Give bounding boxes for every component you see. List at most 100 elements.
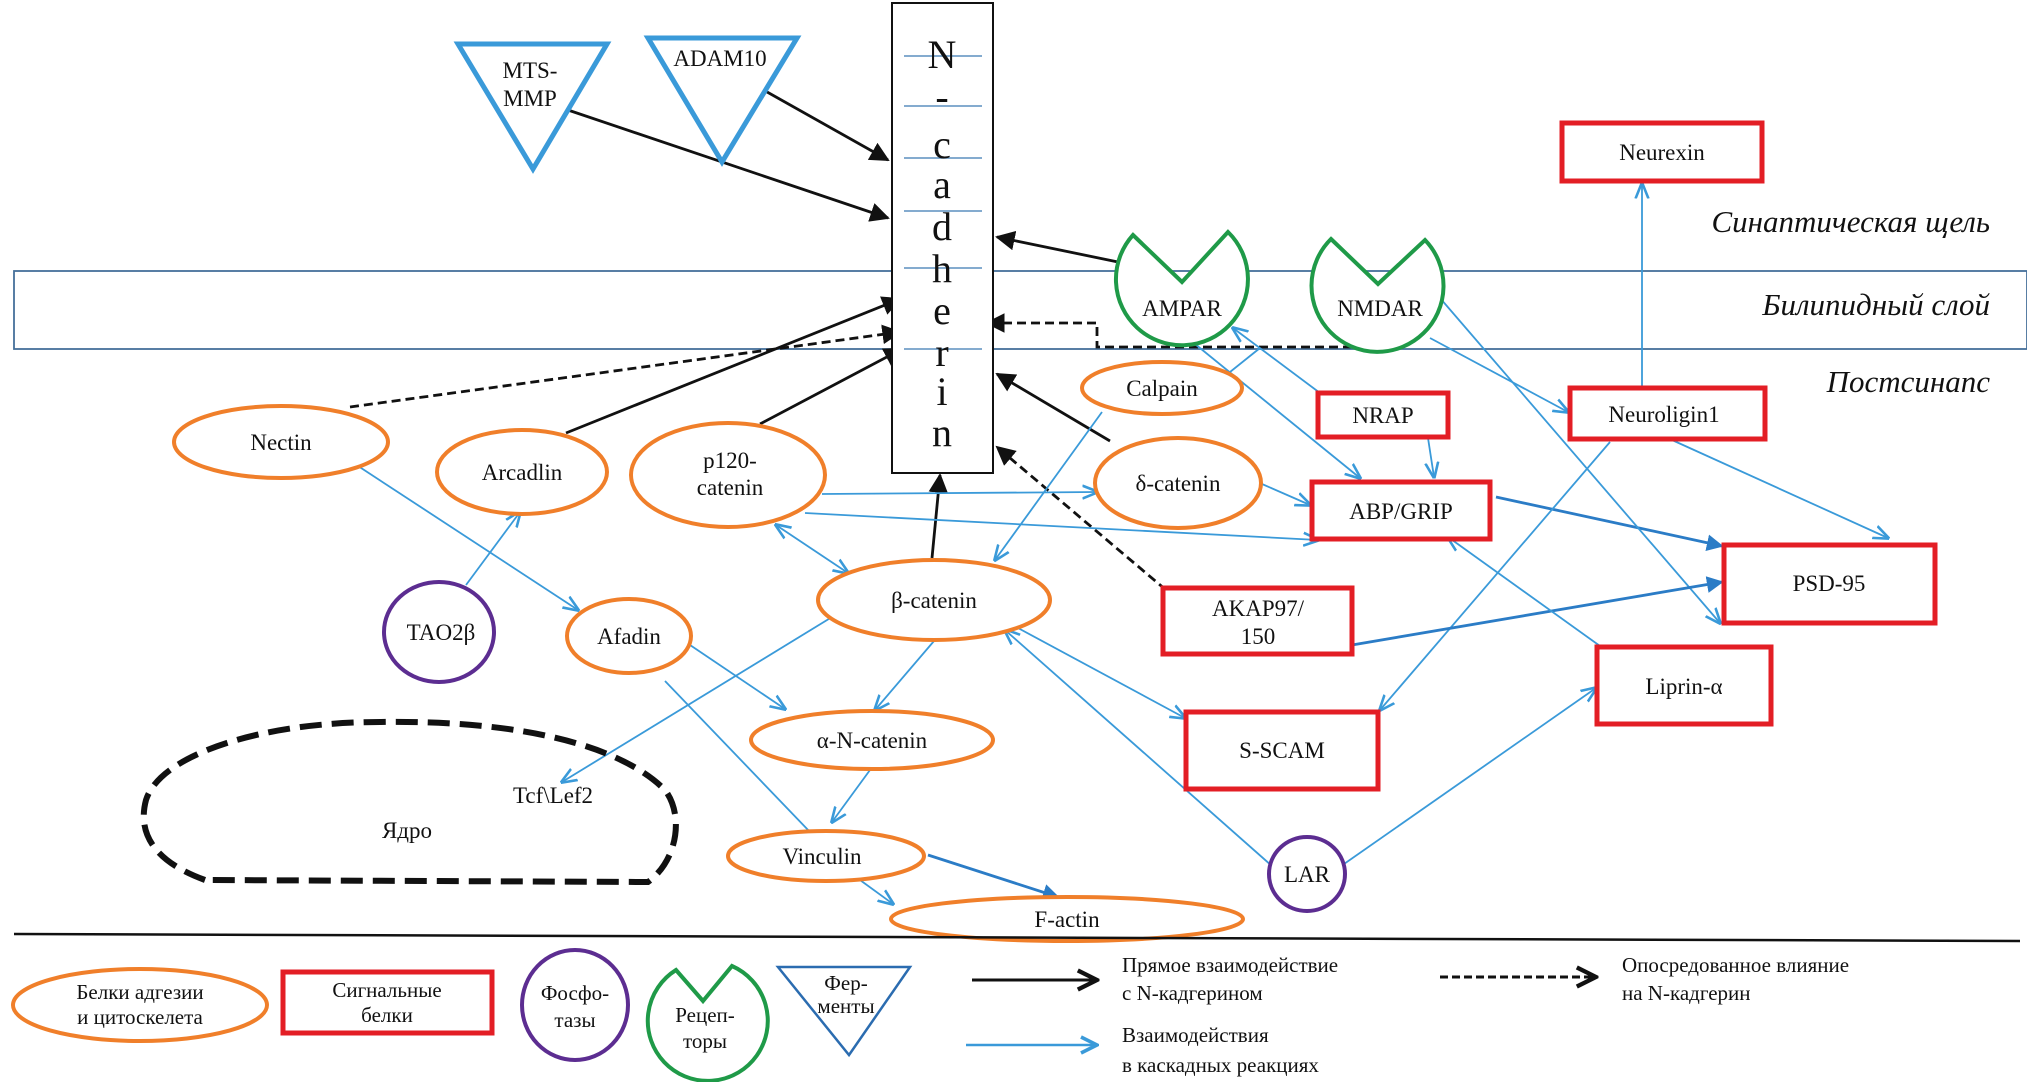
edge-afadin-alphacatenin [689,644,785,709]
node-neuroligin1[interactable]: Neuroligin1 [1567,385,1768,442]
legend-separator [13,932,2021,943]
legend-label: Белки адгезии [76,980,203,1004]
node-ellipse [816,558,1052,642]
legend-enzyme: Фер- менты [775,965,913,1058]
node-akap[interactable]: AKAP97/ 150 [1160,585,1355,657]
node-liprin-alpha[interactable]: Liprin-α [1594,644,1774,727]
node-psd95[interactable]: PSD-95 [1721,542,1938,626]
node-label: NRAP [1352,403,1413,428]
node-label: LAR [1284,862,1331,887]
node-ampar[interactable]: AMPAR [1113,229,1250,348]
node-nmdar[interactable]: NMDAR [1309,236,1446,354]
edge-neuroligin-psd95 [1671,439,1888,538]
node-label: TAO2β [407,620,476,645]
node-label: F-actin [1034,907,1100,932]
n-cadherin-letter: a [933,162,951,207]
node-label: NMDAR [1337,296,1423,321]
edge-betacatenin-sscam [1017,627,1185,718]
edge-deltacatenin-abpgrip [1261,483,1310,505]
legend-receptor-icon [645,963,770,1082]
node-label: Arcadlin [482,460,563,485]
edge-nrap-abpgrip [1428,437,1434,477]
node-neurexin[interactable]: Neurexin [1559,120,1765,184]
node-p120-catenin[interactable]: p120- catenin [629,421,827,529]
node-f-actin[interactable]: F-actin [889,895,1245,943]
n-cadherin-letter: d [932,204,952,249]
legend-label: Взаимодействия [1122,1023,1269,1047]
node-ellipse [172,404,390,480]
node-vinculin[interactable]: Vinculin [726,829,926,883]
n-cadherin-node[interactable]: N - c a d h e r i n [891,2,994,474]
node-label: Afadin [597,624,661,649]
node-box [1594,644,1774,727]
node-alpha-n-catenin[interactable]: α-N-catenin [749,709,995,771]
node-tao2b[interactable]: TAO2β [382,580,496,684]
node-arcadlin[interactable]: Arcadlin [435,428,609,516]
edge-adam10-ncadherin [759,86,890,162]
node-ellipse [889,895,1245,943]
legend-label: Рецеп- [675,1003,735,1027]
node-label: 150 [1241,624,1276,649]
legend-label: менты [817,994,874,1018]
node-beta-catenin[interactable]: β-catenin [816,558,1052,642]
node-lar[interactable]: LAR [1267,835,1347,913]
enzyme-triangle-icon [643,35,802,167]
legend-label: белки [361,1003,413,1027]
node-abp-grip[interactable]: ABP/GRIP [1309,479,1493,542]
legend-box-icon [280,969,495,1036]
node-adam10[interactable]: ADAM10 [643,35,802,167]
n-cadherin-letter: h [932,246,952,291]
n-cadherin-letter: i [936,369,947,414]
edge-vinculin-factin [927,853,1060,901]
n-cadherin-letter: r [935,330,948,375]
node-label: PSD-95 [1793,571,1866,596]
legend-receptor: Рецеп- торы [645,963,770,1082]
node-nrap[interactable]: NRAP [1315,390,1451,440]
edge-ampar-abpgrip [1194,343,1360,478]
node-label: MTS- [503,58,558,83]
node-label: p120- [703,448,757,473]
edge-p120-betacatenin [776,525,848,573]
legend-label: в каскадных реакциях [1122,1053,1319,1077]
node-calpain[interactable]: Calpain [1080,360,1244,416]
legend-label: на N-кадгерин [1622,981,1751,1005]
zone-label-cleft: Синаптическая щель [1711,204,1990,239]
edge-nrap-ampar [1233,328,1321,394]
legend-label: Прямое взаимодействие [1122,953,1338,977]
node-ellipse [1093,436,1263,530]
node-delta-catenin[interactable]: δ-catenin [1093,436,1263,530]
enzyme-triangle-icon [453,41,612,174]
edge-abpgrip-psd95 [1495,495,1724,552]
edge-nectin-ncadherin-indirect [349,324,902,409]
n-cadherin-box [891,2,994,474]
tcf-lef2-label: Tcf\Lef2 [513,783,593,808]
n-cadherin-letter: e [933,288,951,333]
edge-vinculin-factin-2 [859,879,893,904]
edge-betacatenin-ncadherin [928,473,949,559]
node-afadin[interactable]: Afadin [565,597,693,675]
node-mts-mmp[interactable]: MTS- MMP [453,41,612,174]
n-cadherin-letter: c [933,122,951,167]
receptor-icon [1113,229,1250,348]
edge-akap-psd95 [1351,576,1724,647]
nucleus-outline [140,718,679,886]
legend-indirect: Опосредованное влияние на N-кадгерин [1440,953,1849,1005]
edge-nmdar-neuroligin [1429,337,1568,412]
legend-label: торы [683,1029,727,1053]
edge-akap-ncadherin-indirect [995,445,1167,592]
node-label: AKAP97/ [1212,596,1305,621]
membrane-bilayer [13,270,2027,350]
edge-ampar-ncadherin [995,230,1119,264]
nucleus-label: Ядро [382,818,432,843]
legend-label: Сигнальные [332,978,441,1002]
phosphatase-circle-icon [1267,835,1347,913]
node-box [1721,542,1938,626]
node-s-scam[interactable]: S-SCAM [1183,709,1381,792]
node-ellipse [629,421,827,529]
node-nectin[interactable]: Nectin [172,404,390,480]
edge-mtsmmp-ncadherin [561,106,890,222]
n-cadherin-letter: N [928,32,957,77]
legend-ellipse-icon [11,967,269,1043]
legend-phosphatase: Фосфо- тазы [520,948,630,1062]
node-label: ABP/GRIP [1349,499,1453,524]
